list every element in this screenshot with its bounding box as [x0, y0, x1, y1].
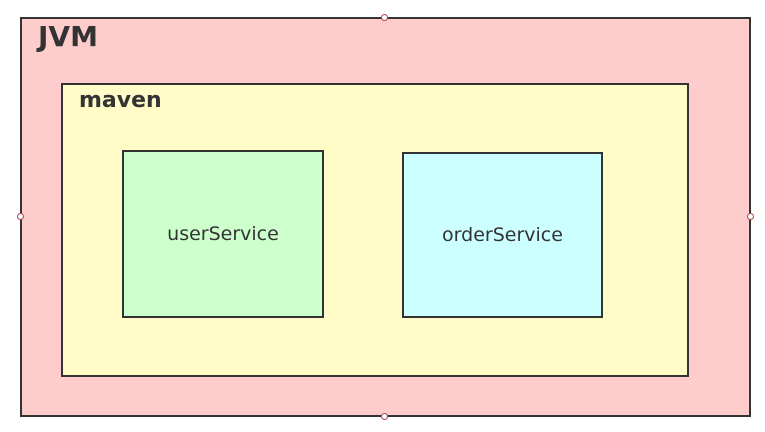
- order-service-label: orderService: [442, 224, 563, 246]
- resize-handle-bottom[interactable]: [381, 413, 388, 420]
- user-service-label: userService: [167, 223, 279, 245]
- user-service-box[interactable]: userService: [122, 150, 324, 318]
- jvm-label: JVM: [38, 20, 98, 53]
- resize-handle-top[interactable]: [381, 14, 388, 21]
- order-service-box[interactable]: orderService: [402, 152, 603, 318]
- resize-handle-right[interactable]: [747, 213, 754, 220]
- resize-handle-left[interactable]: [17, 213, 24, 220]
- maven-label: maven: [79, 88, 162, 113]
